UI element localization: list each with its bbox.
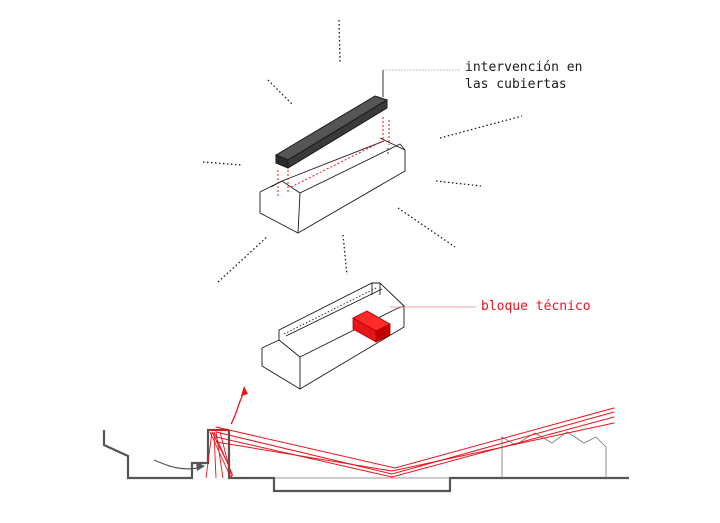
grey-arrow-icon (153, 459, 205, 471)
roof-leader-line (382, 69, 460, 97)
technical-block (352, 310, 391, 343)
roof-intervention-label-line2: las cubiertas (465, 77, 567, 92)
roof-intervention-label: intervención en las cubiertas (465, 59, 582, 93)
reflected-light-rays (215, 407, 615, 478)
red-arrow-icon (230, 386, 248, 425)
roof-intervention-label-line1: intervención en (465, 60, 583, 75)
upper-building (259, 137, 406, 234)
section-interior (274, 431, 607, 479)
radiating-rays (202, 19, 523, 283)
technical-block-label: bloque técnico (481, 299, 591, 314)
roof-projection-lines (277, 117, 390, 197)
section-profile (102, 428, 629, 493)
lower-building (261, 282, 405, 390)
roof-intervention-bar (274, 95, 389, 169)
light-rays (205, 431, 234, 479)
